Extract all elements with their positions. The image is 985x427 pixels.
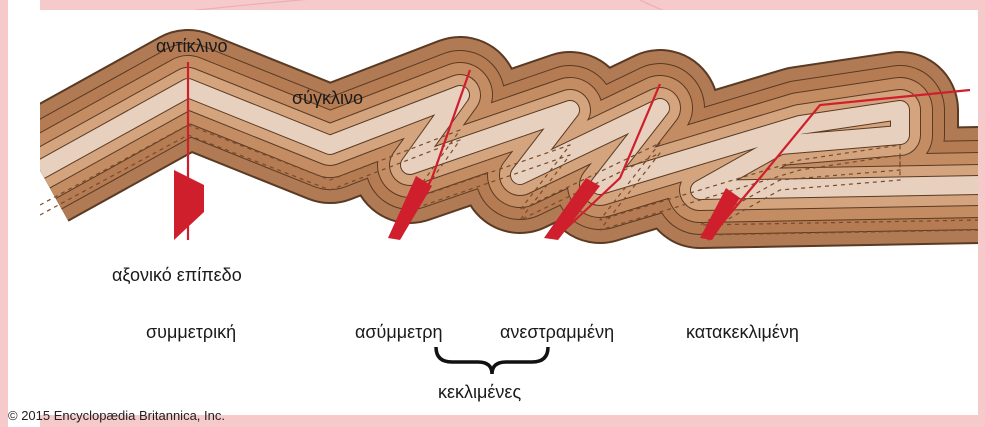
label-asymmetric: ασύμμετρη (355, 322, 443, 343)
left-clip-bg (0, 0, 8, 427)
label-anticline: αντίκλινο (156, 36, 228, 57)
label-axial-plane: αξονικό επίπεδο (112, 265, 242, 286)
label-recumbent: κατακεκλιμένη (686, 322, 799, 343)
copyright-notice: © 2015 Encyclopædia Britannica, Inc. (8, 408, 225, 423)
label-inclined: κεκλιμένες (438, 382, 521, 403)
inclined-brace (436, 347, 548, 374)
label-overturned: ανεστραμμένη (500, 322, 614, 343)
label-symmetric: συμμετρική (146, 322, 236, 343)
right-clip-bg (978, 0, 985, 427)
label-syncline: σύγκλινο (292, 88, 363, 109)
